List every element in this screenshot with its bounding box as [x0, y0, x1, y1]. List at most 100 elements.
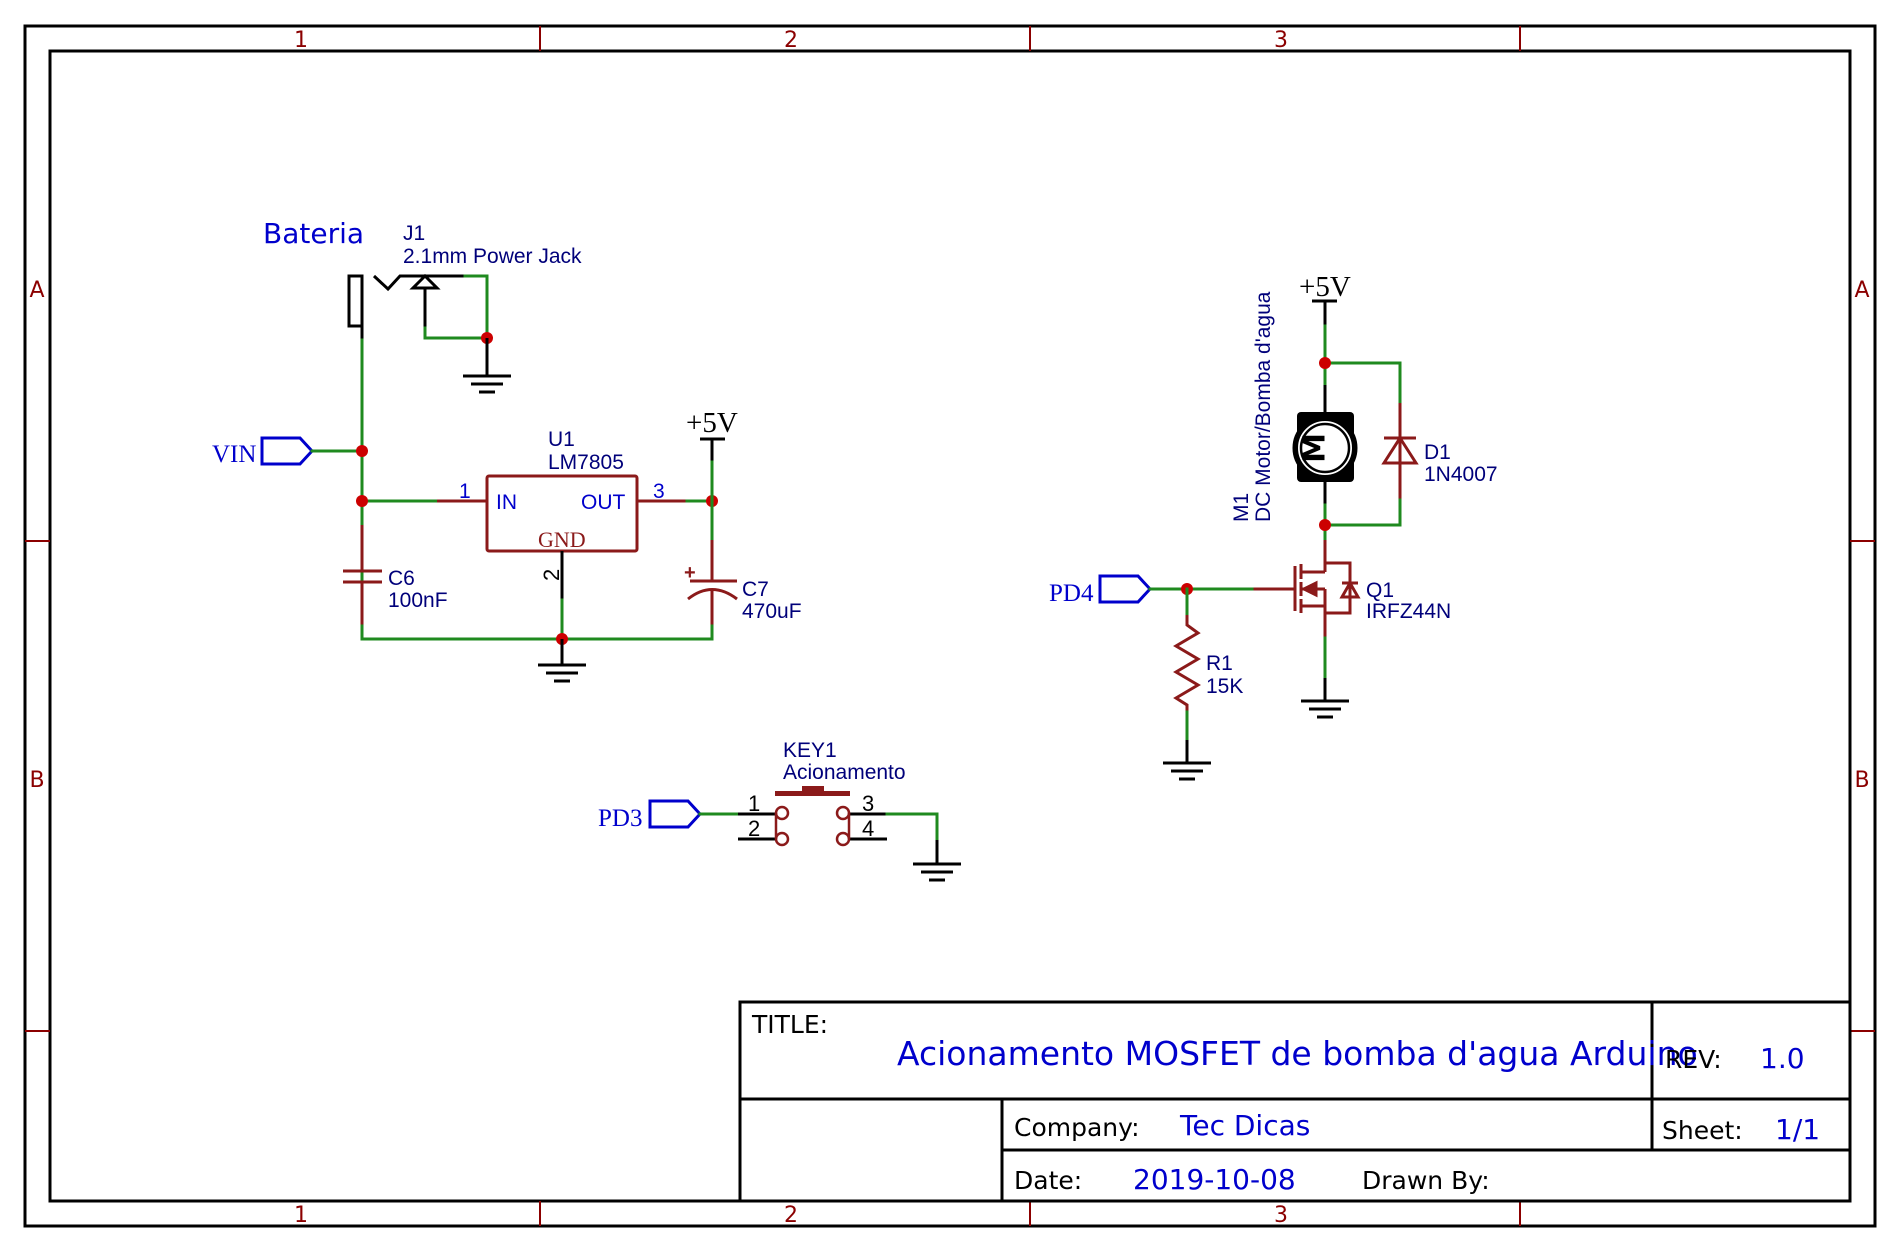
u1-pin-number-in: 1: [459, 480, 471, 503]
title-block: TITLE: Acionamento MOSFET de bomba d'agu…: [738, 1000, 1852, 1203]
d1-diode[interactable]: D1 1N4007: [1381, 403, 1498, 500]
key1-pin-number: 1: [748, 791, 760, 816]
u1-voltage-regulator[interactable]: U1 LM7805 1 3 2 IN OUT GND: [437, 428, 687, 600]
title-value: Acionamento MOSFET de bomba d'agua Ardui…: [897, 1034, 1698, 1073]
power-symbol-5v: +5V: [1299, 271, 1351, 326]
m1-value: DC Motor/Bomba d'agua: [1252, 291, 1275, 522]
rev-label: REV:: [1665, 1045, 1722, 1074]
date-label: Date:: [1014, 1166, 1082, 1195]
j1-power-jack[interactable]: J1 2.1mm Power Jack: [347, 222, 582, 340]
net-port-icon: [648, 799, 703, 829]
key1-value: Acionamento: [783, 761, 906, 784]
jack-pin-icon: [409, 273, 441, 290]
company-label: Company:: [1014, 1113, 1140, 1142]
net-port-icon: [260, 436, 315, 466]
net-port-pd3[interactable]: PD3: [598, 799, 703, 832]
ground-icon: [463, 374, 511, 394]
j1-ref: J1: [403, 222, 425, 245]
zone-column-label: 2: [784, 1203, 798, 1228]
key1-pin-number: 4: [862, 816, 874, 841]
zone-column-label: 3: [1274, 28, 1288, 53]
battery-annotation: Bateria: [263, 217, 364, 250]
junction-dot: [1319, 519, 1331, 531]
diode-icon: [1381, 435, 1419, 465]
company-value: Tec Dicas: [1179, 1109, 1310, 1142]
mosfet-arrow-icon: [1300, 580, 1318, 598]
key1-ref: KEY1: [783, 739, 837, 762]
c7-ref: C7: [742, 578, 769, 601]
polarity-plus-icon: +: [684, 562, 696, 584]
ground-icon: [1163, 761, 1211, 781]
sheet-value: 1/1: [1775, 1113, 1820, 1146]
u1-pin-number-out: 3: [653, 480, 665, 503]
d1-ref: D1: [1424, 441, 1451, 464]
wire: [463, 274, 489, 340]
ground-icon: [913, 862, 961, 882]
q1-mosfet[interactable]: Q1 IRFZ44N: [1252, 540, 1451, 638]
motor-glyph: M: [1298, 433, 1333, 463]
d1-value: 1N4007: [1424, 463, 1498, 486]
q1-value: IRFZ44N: [1366, 600, 1451, 623]
c6-capacitor[interactable]: C6 100nF: [343, 525, 448, 626]
u1-ref: U1: [548, 428, 575, 451]
c6-ref: C6: [388, 567, 415, 590]
key1-pin-number: 3: [862, 791, 874, 816]
rev-value: 1.0: [1760, 1042, 1805, 1075]
zone-row-label: A: [29, 278, 44, 303]
zone-column-label: 2: [784, 28, 798, 53]
j1-value: 2.1mm Power Jack: [403, 245, 582, 268]
capacitor-curved-plate-icon: [687, 588, 738, 601]
net-port-icon: [1098, 574, 1153, 604]
m1-dc-motor[interactable]: M1 DC Motor/Bomba d'agua M: [1230, 291, 1358, 522]
net-port-pd4[interactable]: PD4: [1049, 574, 1153, 607]
ground-icon: [1301, 699, 1349, 719]
c6-value: 100nF: [388, 589, 448, 612]
m1-ref: M1: [1230, 493, 1253, 522]
u1-pin-name-out: OUT: [581, 491, 626, 514]
u1-pin-name-gnd: GND: [538, 527, 586, 552]
title-label: TITLE:: [751, 1010, 828, 1039]
zone-row-label: B: [1854, 768, 1869, 793]
net-port-label: PD4: [1049, 580, 1094, 607]
zone-row-label: A: [1854, 278, 1869, 303]
wire-ground-rail: [360, 624, 714, 641]
zone-column-label: 1: [294, 1203, 308, 1228]
sheet-label: Sheet:: [1662, 1116, 1743, 1145]
r1-ref: R1: [1206, 652, 1233, 675]
wire: [885, 812, 939, 842]
c7-value: 470uF: [742, 600, 802, 623]
zone-column-label: 3: [1274, 1203, 1288, 1228]
wire: [1323, 361, 1402, 405]
zone-row-label: B: [29, 768, 44, 793]
power-symbol-5v: +5V: [686, 407, 738, 462]
date-value: 2019-10-08: [1133, 1163, 1296, 1196]
junction-dot: [356, 445, 368, 457]
button-actuator-icon: [775, 791, 850, 796]
net-port-vin[interactable]: VIN: [212, 436, 315, 468]
power-label: +5V: [686, 407, 738, 439]
junction-dot: [356, 495, 368, 507]
drawn-by-label: Drawn By:: [1362, 1166, 1490, 1195]
outer-border: [23, 24, 1877, 1228]
r1-value: 15K: [1206, 675, 1243, 698]
u1-value: LM7805: [548, 451, 624, 474]
jack-sleeve-icon: [347, 274, 364, 328]
r1-resistor[interactable]: R1 15K: [1173, 615, 1243, 712]
zone-column-label: 1: [294, 28, 308, 53]
q1-ref: Q1: [1366, 579, 1394, 602]
power-label: +5V: [1299, 271, 1351, 303]
key1-pin-number: 2: [748, 816, 760, 841]
u1-pin-name-in: IN: [496, 491, 517, 514]
resistor-icon: [1173, 615, 1201, 712]
net-port-label: VIN: [212, 441, 256, 468]
junction-dot: [1319, 357, 1331, 369]
key1-push-button[interactable]: KEY1 Acionamento 1 2 3 4: [738, 739, 906, 847]
wire: [423, 326, 489, 340]
net-port-label: PD3: [598, 805, 642, 832]
u1-pin-number-gnd: 2: [539, 569, 564, 581]
c7-electrolytic-capacitor[interactable]: + C7 470uF: [684, 540, 802, 626]
title-block-border: [738, 1000, 1852, 1203]
wire: [1323, 498, 1402, 527]
motor-icon: [1299, 422, 1351, 474]
